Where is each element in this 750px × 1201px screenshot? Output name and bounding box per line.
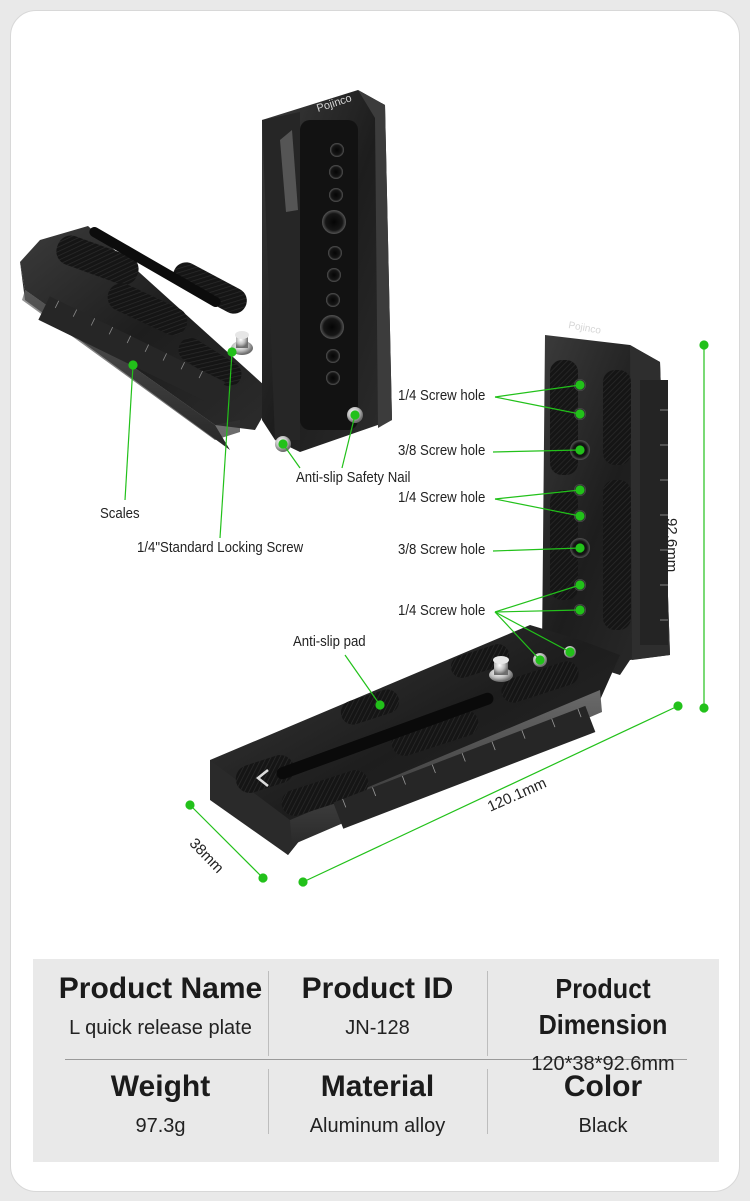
spec-product-name-label: Product Name: [58, 972, 263, 1005]
spec-product-name: Product Name L quick release plate: [33, 971, 288, 1041]
callout-lines: [124, 340, 709, 887]
bottom-plate-brand: Pojinco: [567, 320, 602, 337]
callout-screw-38-a: 3/8 Screw hole: [398, 442, 486, 459]
spec-product-dimension-label: Product Dimension: [538, 973, 668, 1040]
spec-color-label: Color: [563, 1070, 643, 1103]
spec-product-dimension-value: 120*38*92.6mm: [531, 1053, 675, 1075]
spec-weight-label: Weight: [110, 1070, 211, 1103]
callout-screw-14-a: 1/4 Screw hole: [398, 387, 486, 404]
spec-material-value: Aluminum alloy: [309, 1115, 446, 1137]
top-plate-image: Pojinco: [20, 90, 392, 452]
spec-product-id-value: JN-128: [345, 1017, 410, 1039]
callout-screw-14-b: 1/4 Screw hole: [398, 489, 486, 506]
callout-screw-14-c: 1/4 Screw hole: [398, 602, 486, 619]
spec-product-name-value: L quick release plate: [69, 1017, 252, 1039]
callout-safety-nail: Anti-slip Safety Nail: [296, 469, 411, 486]
product-illustration: Pojinco Pojinco: [20, 90, 709, 887]
spec-color-value: Black: [578, 1115, 628, 1137]
spec-product-id: Product ID JN-128: [268, 971, 487, 1041]
callout-screw-38-b: 3/8 Screw hole: [398, 541, 486, 558]
spec-product-id-label: Product ID: [301, 972, 454, 1005]
spec-material: Material Aluminum alloy: [268, 1069, 487, 1139]
top-plate-holes: [320, 143, 346, 385]
spec-material-label: Material: [320, 1070, 435, 1103]
callout-locking-screw: 1/4"Standard Locking Screw: [137, 539, 304, 556]
callout-antislip-pad: Anti-slip pad: [293, 633, 366, 650]
bottom-plate-image: Pojinco: [210, 320, 670, 855]
spec-product-dimension: Product Dimension 120*38*92.6mm: [487, 971, 719, 1077]
dimension-height: 92.6mm: [663, 518, 680, 573]
spec-weight-value: 97.3g: [135, 1115, 186, 1137]
spec-weight: Weight 97.3g: [33, 1069, 288, 1139]
spec-table: Product Name L quick release plate Produ…: [33, 959, 719, 1162]
callout-scales: Scales: [100, 505, 140, 522]
spec-color: Color Black: [487, 1069, 719, 1139]
